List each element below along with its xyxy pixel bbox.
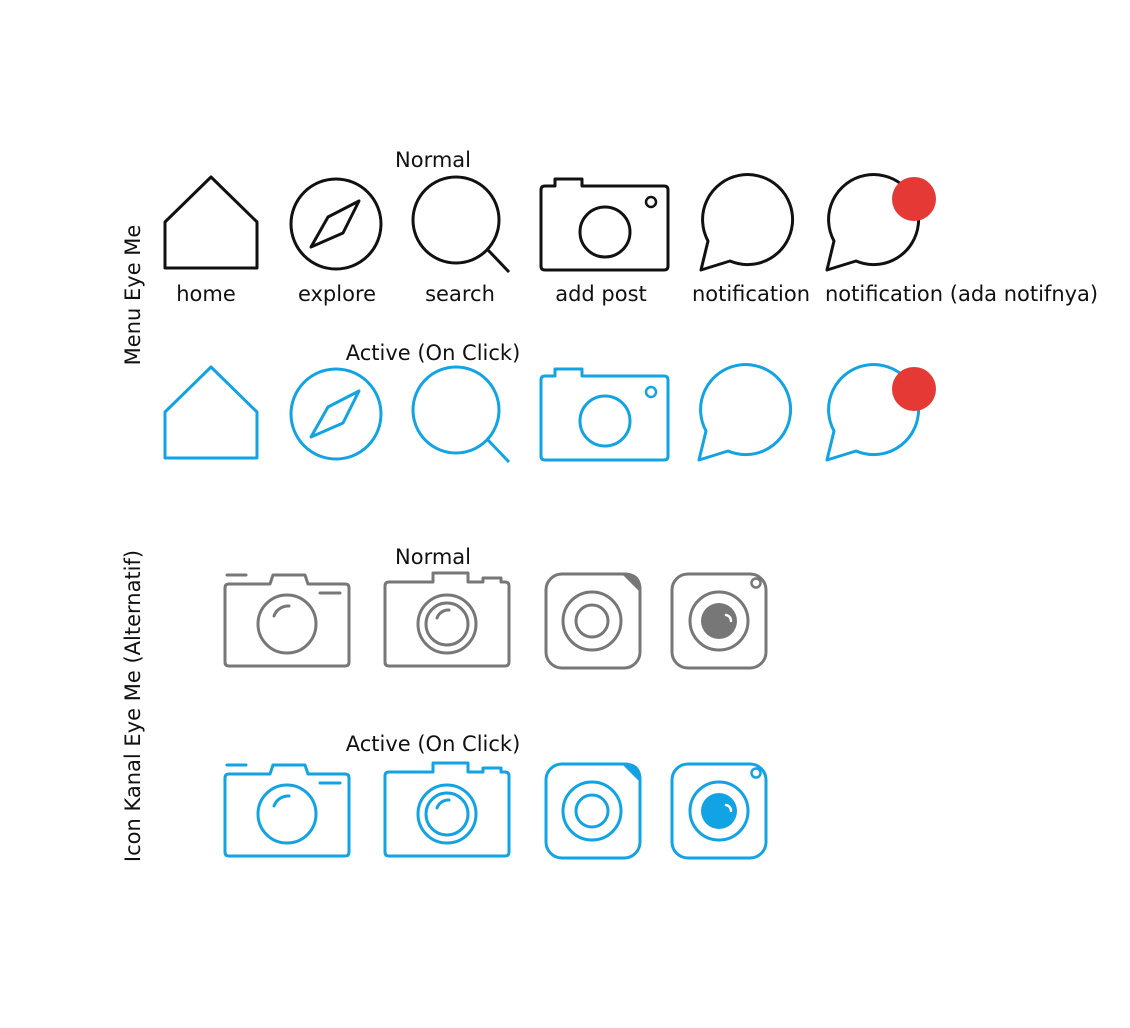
menu-normal-heading: Normal — [395, 148, 471, 172]
speech-bubble-dot-icon-active[interactable] — [822, 363, 940, 466]
compass-icon[interactable] — [285, 175, 387, 277]
rounded-camera-icon[interactable] — [542, 570, 644, 672]
kanal-normal-heading: Normal — [395, 545, 471, 569]
home-icon[interactable] — [160, 172, 262, 274]
camera-lens-icon-active[interactable] — [222, 760, 354, 862]
camera-lens-icon[interactable] — [222, 570, 354, 672]
menu-label-add-post: add post — [555, 282, 647, 306]
menu-active-heading: Active (On Click) — [345, 341, 521, 365]
camera-icon[interactable] — [536, 174, 676, 276]
search-icon[interactable] — [408, 174, 518, 276]
camera-icon-active[interactable] — [536, 364, 676, 466]
notification-dot-icon — [892, 177, 936, 221]
search-icon-active[interactable] — [408, 364, 518, 466]
rounded-camera-icon-active[interactable] — [542, 760, 644, 862]
kanal-active-heading: Active (On Click) — [345, 732, 521, 756]
rounded-camera-filled-lens-icon-active[interactable] — [668, 760, 772, 862]
speech-bubble-icon-active[interactable] — [694, 363, 798, 466]
compass-icon-active[interactable] — [285, 365, 387, 467]
speech-bubble-icon[interactable] — [696, 173, 800, 276]
camera-double-lens-icon-active[interactable] — [382, 760, 514, 862]
rounded-camera-filled-lens-icon[interactable] — [668, 570, 772, 672]
menu-label-search: search — [425, 282, 495, 306]
speech-bubble-dot-icon[interactable] — [822, 173, 940, 276]
menu-label-notification-dot: notification (ada notifnya) — [825, 282, 1099, 306]
menu-label-home: home — [176, 282, 236, 306]
home-icon-active[interactable] — [160, 362, 262, 464]
camera-double-lens-icon[interactable] — [382, 570, 514, 672]
menu-group-label: Menu Eye Me — [121, 224, 145, 366]
notification-dot-icon-active — [892, 367, 936, 411]
menu-label-notification: notification — [691, 282, 811, 306]
menu-label-explore: explore — [297, 282, 377, 306]
kanal-group-label: Icon Kanal Eye Me (Alternatif) — [121, 549, 145, 863]
